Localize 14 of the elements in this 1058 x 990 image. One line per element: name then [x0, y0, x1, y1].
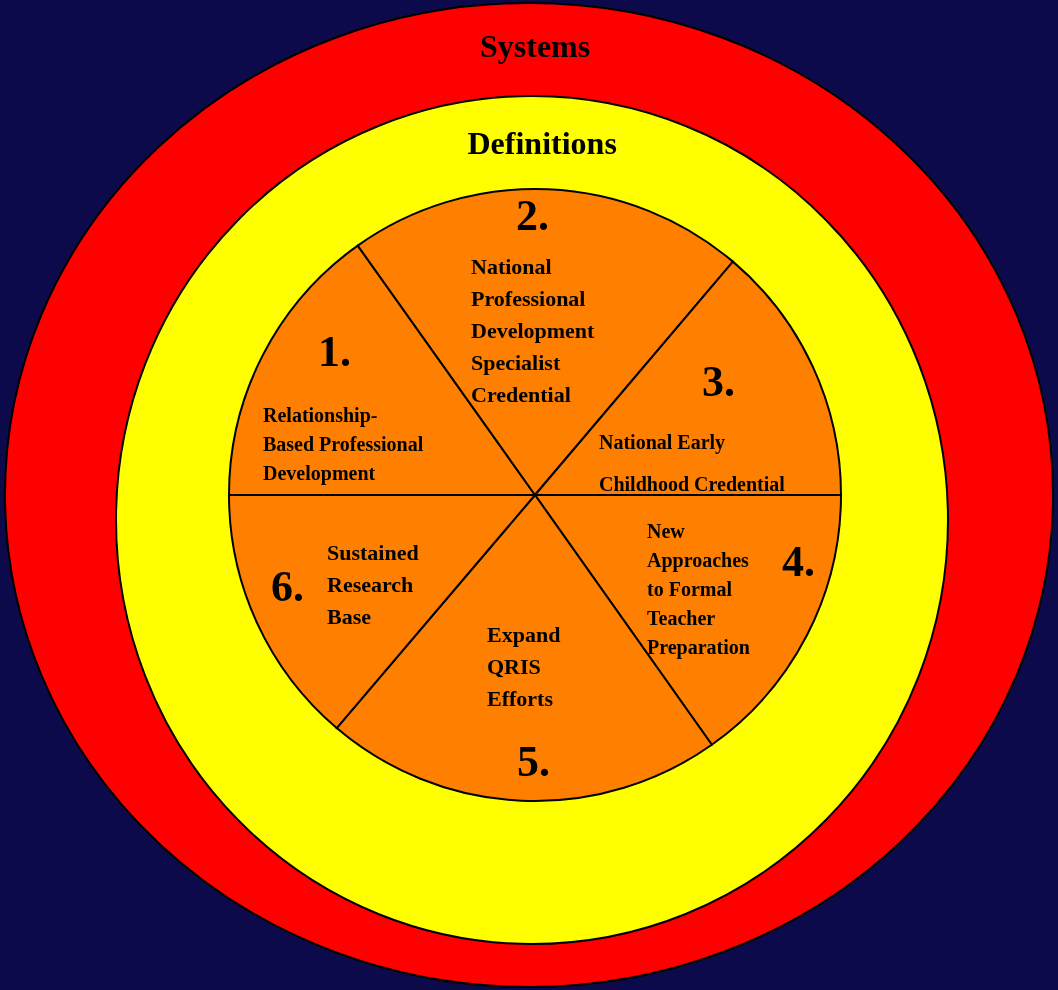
ring-title: Definitions — [467, 125, 617, 162]
sector-label: Relationship-Based Professional Development — [263, 403, 425, 487]
sector-number: 2. — [516, 190, 549, 241]
sector-label: National Early Childhood Credential — [599, 430, 786, 497]
sector-number: 3. — [702, 356, 735, 407]
sector-number: 5. — [517, 736, 550, 787]
ring-title: Systems — [480, 28, 591, 65]
sector-number: 1. — [318, 326, 351, 377]
sector-label: Expand QRIS Efforts — [487, 621, 562, 713]
sector-label: National Professional Development Specialist Credential — [471, 253, 596, 409]
sector-label: Sustained Research Base — [327, 539, 420, 631]
sector-label: New Approaches to Formal Teacher Preparation — [647, 519, 751, 661]
sector-number: 6. — [271, 561, 304, 612]
sector-number: 4. — [782, 536, 815, 587]
